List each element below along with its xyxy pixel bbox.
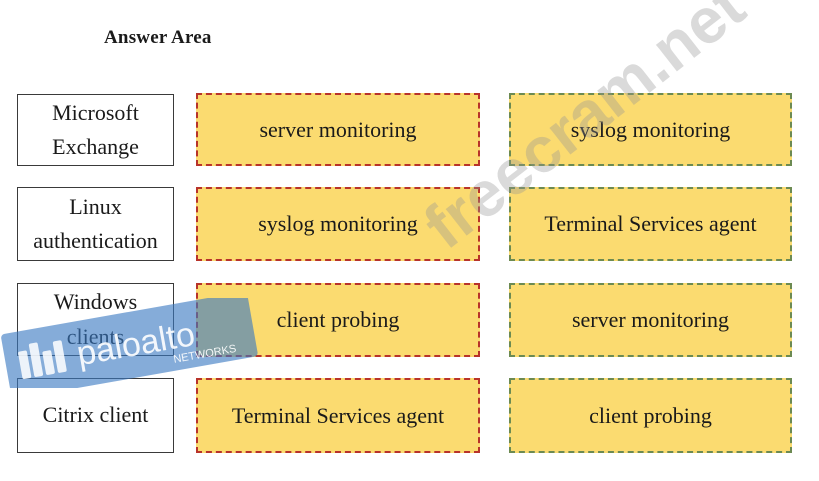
- label-line: Exchange: [52, 134, 139, 159]
- option-item-1[interactable]: syslog monitoring: [509, 93, 792, 166]
- label-line: authentication: [33, 228, 158, 253]
- label-line: Windows: [53, 289, 138, 315]
- answer-slot-3[interactable]: client probing: [196, 283, 480, 357]
- label-microsoft-exchange: Microsoft Exchange: [17, 94, 174, 166]
- label-line: Citrix client: [42, 402, 149, 428]
- answer-slot-1[interactable]: server monitoring: [196, 93, 480, 166]
- label-linux-authentication: Linux authentication: [17, 187, 174, 261]
- label-line: clients: [66, 323, 125, 349]
- answer-slot-4[interactable]: Terminal Services agent: [196, 378, 480, 453]
- answer-slot-2[interactable]: syslog monitoring: [196, 187, 480, 261]
- label-line: Linux: [69, 193, 122, 219]
- label-citrix-client: Citrix client: [17, 378, 174, 453]
- option-item-2[interactable]: Terminal Services agent: [509, 187, 792, 261]
- label-line: Microsoft: [52, 99, 139, 125]
- option-item-4[interactable]: client probing: [509, 378, 792, 453]
- label-windows-clients: Windows clients: [17, 283, 174, 356]
- answer-area-title: Answer Area: [104, 27, 212, 48]
- option-item-3[interactable]: server monitoring: [509, 283, 792, 357]
